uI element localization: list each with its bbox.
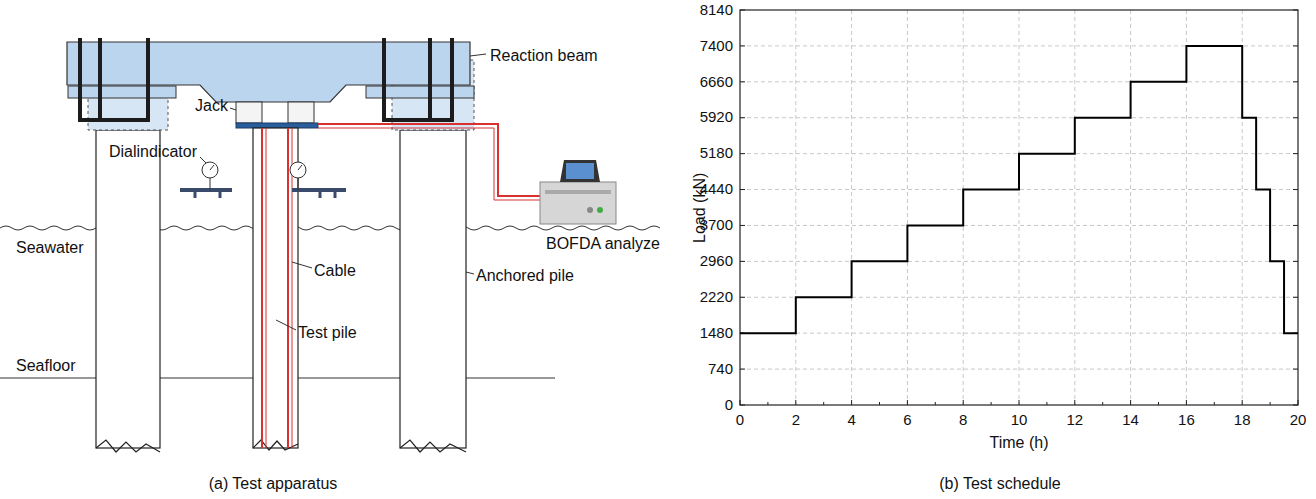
part-label: Anchored pile [476, 267, 574, 285]
grid-line [1293, 117, 1298, 118]
axis-tick: 6660 [700, 74, 733, 91]
axis-title: Load (kN) [691, 172, 709, 242]
axis-tick: 14 [1122, 412, 1139, 429]
axis-tick: 5920 [700, 109, 733, 126]
grid-line [907, 400, 908, 405]
axis-tick: 740 [708, 361, 733, 378]
grid-line [963, 400, 964, 405]
grid-line [740, 225, 1298, 226]
region-label: Seawater [16, 239, 84, 257]
load-step-line [740, 46, 1298, 333]
part-label: Test pile [298, 324, 357, 342]
panel-caption: (a) Test apparatus [209, 475, 338, 493]
grid-line [851, 400, 852, 405]
grid-line [1293, 261, 1298, 262]
grid-line [1130, 10, 1131, 405]
grid-line [1186, 400, 1187, 405]
axis-tick: 2 [792, 412, 800, 429]
grid-line [740, 189, 745, 190]
grid-line [907, 10, 908, 405]
part-label: Reaction beam [490, 47, 598, 65]
grid-line [795, 400, 796, 405]
grid-line [1074, 10, 1075, 405]
axis-tick: 7400 [700, 38, 733, 55]
axis-tick: 2960 [700, 253, 733, 270]
part-label: Dialindicator [109, 143, 197, 161]
grid-line [1293, 225, 1298, 226]
axis-tick: 6 [903, 412, 911, 429]
axis-tick: 16 [1178, 412, 1195, 429]
grid-line [740, 153, 745, 154]
part-label: BOFDA analyze [546, 235, 660, 253]
grid-line [1293, 297, 1298, 298]
axis-tick: 0 [725, 397, 733, 414]
grid-line [740, 117, 745, 118]
grid-line [740, 369, 745, 370]
axis-tick: 4 [847, 412, 855, 429]
axis-tick: 0 [736, 412, 744, 429]
axis-tick: 5180 [700, 145, 733, 162]
grid-line [1293, 189, 1298, 190]
grid-line [1019, 400, 1020, 405]
grid-line [1242, 400, 1243, 405]
grid-line [740, 225, 745, 226]
axis-tick: 8 [959, 412, 967, 429]
grid-line [740, 297, 745, 298]
part-label: Jack [195, 97, 228, 115]
axis-tick: 20 [1290, 412, 1307, 429]
grid-line [740, 81, 745, 82]
axis-tick: 10 [1011, 412, 1028, 429]
part-label: Cable [314, 262, 356, 280]
grid-line [1130, 400, 1131, 405]
axis-tick: 8140 [700, 2, 733, 19]
axis-tick: 1480 [700, 325, 733, 342]
grid-line [795, 10, 796, 405]
axis-title: Time (h) [990, 434, 1049, 452]
panel-caption: (b) Test schedule [939, 475, 1061, 493]
region-label: Seafloor [16, 357, 76, 375]
grid-line [1293, 153, 1298, 154]
grid-line [1293, 45, 1298, 46]
grid-line [851, 10, 852, 405]
grid-line [1293, 81, 1298, 82]
axis-tick: 12 [1066, 412, 1083, 429]
grid-line [1074, 400, 1075, 405]
axis-tick: 2220 [700, 289, 733, 306]
grid-line [1019, 10, 1020, 405]
grid-line [1293, 369, 1298, 370]
grid-line [740, 45, 745, 46]
axis-tick: 18 [1234, 412, 1251, 429]
grid-line [740, 261, 745, 262]
grid-line [740, 261, 1298, 262]
